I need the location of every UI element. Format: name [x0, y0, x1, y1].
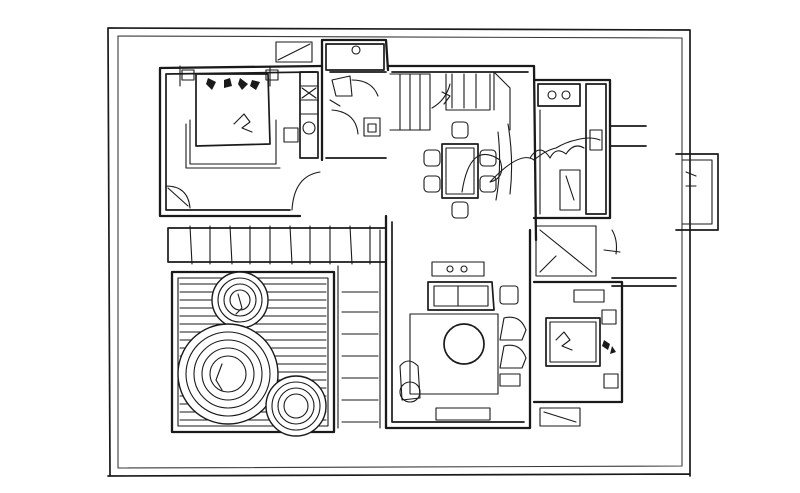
bedside-table — [283, 127, 299, 143]
sofa — [427, 281, 495, 311]
chair — [451, 121, 469, 139]
toilet — [331, 75, 379, 97]
pillow-icon — [206, 78, 260, 90]
round-coffee-table — [443, 323, 485, 365]
raked-sand-circles — [177, 271, 327, 437]
tv-console — [431, 261, 485, 277]
exterior-walls — [158, 38, 624, 430]
chair — [423, 149, 441, 167]
rug — [409, 313, 499, 395]
wardrobe — [299, 71, 319, 159]
site-boundary — [107, 27, 691, 477]
zen-garden — [167, 225, 387, 437]
dining — [423, 121, 497, 219]
door-swing-icon — [291, 171, 321, 211]
dining-table — [441, 143, 479, 199]
bedroom-main — [165, 41, 321, 211]
desk — [573, 289, 605, 303]
pillow-icon — [602, 340, 616, 354]
door-swing-icon — [329, 99, 359, 135]
bedroom-small — [539, 289, 619, 427]
stove — [537, 83, 581, 107]
stair-hall — [389, 71, 511, 131]
double-bed — [185, 73, 281, 169]
armchair — [399, 360, 421, 403]
closet — [539, 407, 581, 427]
pantry — [535, 225, 597, 277]
stepping-stones — [215, 293, 243, 391]
signature-scribble-icon — [461, 123, 601, 201]
railing — [685, 171, 697, 187]
door-swing-icon — [431, 83, 451, 109]
bench — [435, 407, 491, 421]
rumpled-sheet-icon — [555, 331, 573, 351]
living-room — [399, 261, 527, 421]
bathroom-top — [325, 43, 387, 159]
chair — [451, 201, 469, 219]
counter — [585, 83, 607, 215]
sink — [589, 129, 603, 151]
kitchen — [535, 83, 621, 277]
vanity — [325, 43, 385, 71]
balcony — [609, 125, 719, 287]
door-swing-icon — [165, 185, 191, 209]
sink — [363, 117, 381, 137]
bedside-lamp — [601, 309, 617, 325]
bar-stools — [499, 285, 527, 387]
chair — [479, 175, 497, 193]
pergola — [167, 225, 387, 429]
rumpled-sheet-icon — [233, 113, 253, 133]
single-bed — [545, 317, 601, 367]
chair — [479, 149, 497, 167]
window-top — [275, 41, 313, 63]
chair — [423, 175, 441, 193]
